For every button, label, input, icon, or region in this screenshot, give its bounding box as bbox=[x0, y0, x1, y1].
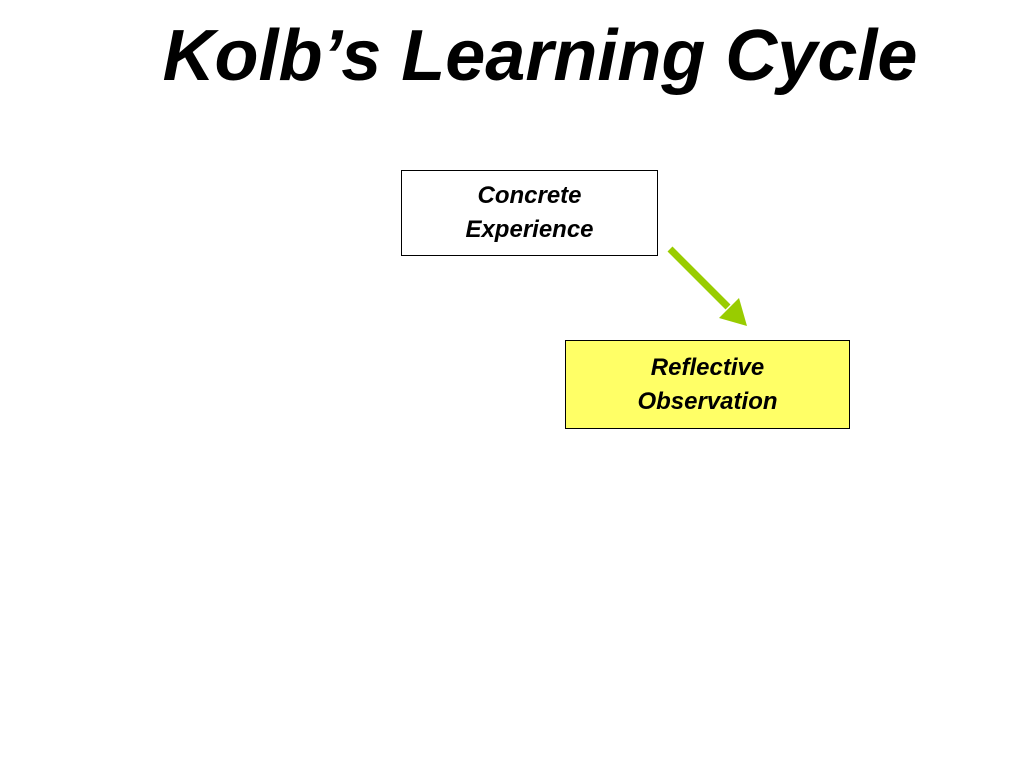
reflective-observation-line2: Observation bbox=[637, 387, 778, 415]
concrete-experience-line2: Experience bbox=[465, 216, 594, 243]
reflective-observation-line1: Reflective bbox=[650, 353, 765, 381]
concrete-experience-line1: Concrete bbox=[477, 182, 582, 209]
concrete-experience-box: Concrete Experience bbox=[401, 170, 658, 256]
arrow-shaft bbox=[667, 246, 731, 310]
arrow-head bbox=[719, 298, 747, 326]
reflective-observation-box: Reflective Observation bbox=[565, 340, 850, 429]
slide-title: Kolb’s Learning Cycle bbox=[162, 16, 918, 96]
